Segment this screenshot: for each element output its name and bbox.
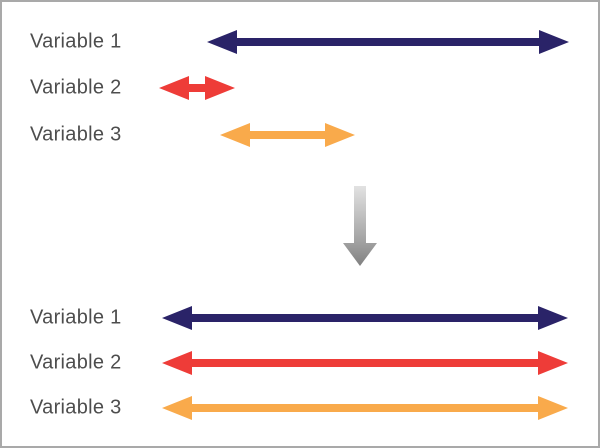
arrow-shaft <box>185 84 209 92</box>
double-arrow-icon <box>207 30 569 54</box>
double-arrow-icon <box>159 76 235 100</box>
variable-label: Variable 3 <box>30 396 122 419</box>
left-arrowhead <box>162 306 192 330</box>
variable-label: Variable 1 <box>30 30 122 53</box>
right-arrowhead <box>538 306 568 330</box>
down-arrow-icon <box>343 186 377 266</box>
arrow-shaft <box>188 314 542 322</box>
right-arrowhead <box>538 351 568 375</box>
arrow-shaft <box>246 131 329 139</box>
left-arrowhead <box>220 123 250 147</box>
left-arrowhead <box>162 351 192 375</box>
arrow-shaft <box>188 359 542 367</box>
right-arrowhead <box>205 76 235 100</box>
variable-label: Variable 1 <box>30 306 122 329</box>
right-arrowhead <box>325 123 355 147</box>
down-arrow-shaft <box>354 186 366 243</box>
arrow-shaft <box>188 404 542 412</box>
double-arrow-icon <box>220 123 355 147</box>
double-arrow-icon <box>162 351 568 375</box>
double-arrow-icon <box>162 306 568 330</box>
double-arrow-icon <box>162 396 568 420</box>
right-arrowhead <box>539 30 569 54</box>
variable-label: Variable 3 <box>30 123 122 146</box>
left-arrowhead <box>159 76 189 100</box>
variable-label: Variable 2 <box>30 76 122 99</box>
left-arrowhead <box>162 396 192 420</box>
left-arrowhead <box>207 30 237 54</box>
arrow-shaft <box>233 38 543 46</box>
variable-label: Variable 2 <box>30 351 122 374</box>
right-arrowhead <box>538 396 568 420</box>
down-arrow-head <box>343 243 377 266</box>
